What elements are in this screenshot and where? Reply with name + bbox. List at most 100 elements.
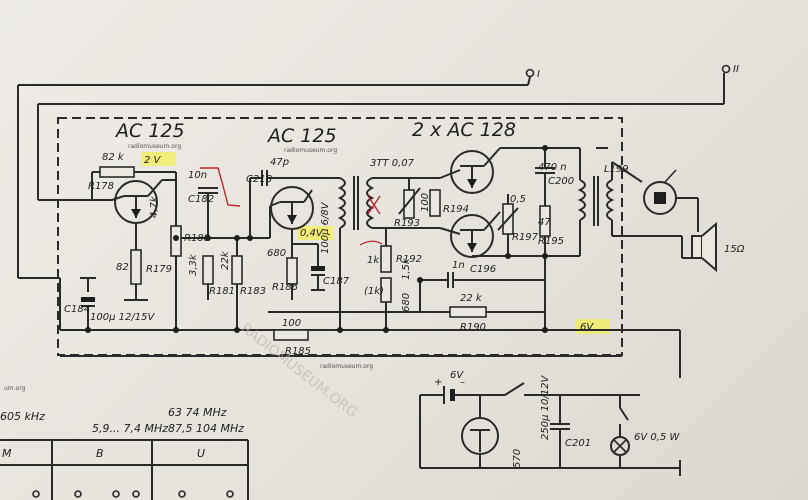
node-dot: [85, 327, 91, 333]
band-m-freq: 605 kHz: [0, 410, 45, 423]
l199-label: L199: [604, 164, 629, 175]
terminal-1-icon: [525, 68, 535, 78]
highlight-0v4: [298, 226, 333, 240]
r191b-value: 680: [401, 293, 412, 312]
r193-value: 100: [420, 193, 431, 212]
node-dot: [383, 327, 389, 333]
band-u-freq-b: 87,5 104 MHz: [168, 422, 244, 435]
lamp-switch-icon: [619, 407, 629, 421]
lamp-cross-b: [613, 439, 627, 453]
resistor-r183-icon: [231, 255, 243, 285]
r183-label: R183: [240, 286, 266, 297]
r180-label: R180: [184, 233, 210, 244]
resistor-r192-icon: [380, 245, 392, 273]
band-b-freq: 5,9... 7,4 MHz: [92, 422, 168, 435]
r193-arrow-icon: [398, 187, 421, 215]
voltage-0v4: 0,4V: [300, 228, 324, 239]
t3-collector: [483, 147, 501, 167]
stage3-title: 2 x AC 128: [412, 119, 516, 141]
t2-base-lead: [269, 201, 281, 207]
r197-label: R197: [512, 232, 539, 243]
band-b-label: B: [96, 447, 104, 460]
r186-value: 680: [267, 248, 286, 259]
node-dot: [234, 235, 240, 241]
jack-contact-icon: [654, 192, 666, 204]
output-transformer-secondary-icon: [606, 179, 615, 221]
r192-label: R192: [396, 254, 422, 265]
c200-label: C200: [548, 176, 574, 187]
t4-base-lead: [439, 227, 461, 235]
resistor-r179-icon: [130, 249, 142, 285]
c187-value: 100µ 6/8V: [320, 201, 331, 254]
node-dot: [337, 327, 343, 333]
resistor-r186-icon: [286, 257, 298, 285]
node-dot: [505, 253, 511, 259]
c200-value: 470 n: [538, 162, 567, 173]
switch-contact-icon: [112, 490, 120, 498]
r183-value: 22k: [220, 250, 231, 270]
output-transformer-primary-icon: [577, 179, 586, 221]
t2-collector: [303, 189, 313, 203]
node-dot: [542, 145, 548, 151]
resistor-r178-icon: [99, 166, 135, 178]
r181-value: 3,3k: [188, 253, 199, 276]
c187-plate-icon: [311, 266, 325, 271]
r191-value: (1k): [364, 286, 384, 297]
jack-switch-icon: [664, 169, 677, 183]
c218-value: 47p: [270, 157, 289, 168]
r197-value: 0,5: [510, 194, 526, 205]
highlight-2v: [141, 152, 176, 166]
c201-label: C201: [565, 438, 591, 449]
terminal-2-label: II: [733, 64, 739, 75]
r179-value: 82: [116, 262, 129, 273]
c182-value: 10n: [188, 170, 207, 181]
terminal-2-icon: [721, 64, 731, 74]
t1-arrow-icon: [131, 209, 141, 218]
band-u-label: U: [197, 447, 205, 460]
battery-plus: +: [434, 377, 442, 388]
stage2-title: AC 125: [266, 125, 337, 147]
switch-contact-icon: [178, 490, 186, 498]
t3-arrow-icon: [467, 179, 477, 188]
wire-terminal-1-end: [527, 76, 531, 86]
node-dot: [417, 277, 423, 283]
watermark-2: radiomuseum.org: [284, 147, 337, 154]
r4k7-value: 4,7k: [149, 195, 160, 218]
c196-label: C196: [470, 264, 496, 275]
c184-value: 100µ 12/15V: [90, 312, 155, 323]
node-dot: [173, 235, 179, 241]
transformer-secondary-icon: [366, 177, 375, 229]
c187-label: C187: [323, 276, 350, 287]
node-dot: [542, 327, 548, 333]
switch-contact-icon: [226, 490, 234, 498]
stage1-title: AC 125: [114, 120, 185, 142]
voltage-2v: 2 V: [144, 155, 162, 166]
battery-minus: –: [460, 377, 465, 388]
band-u-freq-a: 63 74 MHz: [168, 406, 227, 419]
t4-arrow-icon: [467, 243, 477, 252]
speaker-value: 15Ω: [724, 244, 745, 255]
battery-voltage: 6V: [450, 370, 464, 381]
transformer-primary-icon: [337, 177, 346, 229]
switch-contact-icon: [74, 490, 82, 498]
resistor-r193-icon: [403, 189, 415, 219]
c184-plate-icon: [81, 297, 95, 302]
r194-label: R194: [443, 204, 469, 215]
red-annotation-2: [359, 240, 383, 246]
node-dot: [205, 235, 211, 241]
r181-label: R181: [209, 286, 235, 297]
r192b-value: 1,5k: [401, 257, 412, 280]
r192-value: 1k: [367, 255, 380, 266]
terminal-1-label: I: [537, 69, 540, 80]
red-annotation-x: [367, 195, 381, 215]
r-570-label: 570: [512, 449, 523, 468]
r178-value: 82 k: [102, 152, 125, 163]
c218-label: C218: [246, 174, 272, 185]
r193-label: R193: [394, 218, 420, 229]
resistor-r194-icon: [429, 189, 441, 217]
r185-value: 100: [282, 318, 301, 329]
t1-base-lead: [111, 195, 125, 201]
node-dot: [173, 327, 179, 333]
